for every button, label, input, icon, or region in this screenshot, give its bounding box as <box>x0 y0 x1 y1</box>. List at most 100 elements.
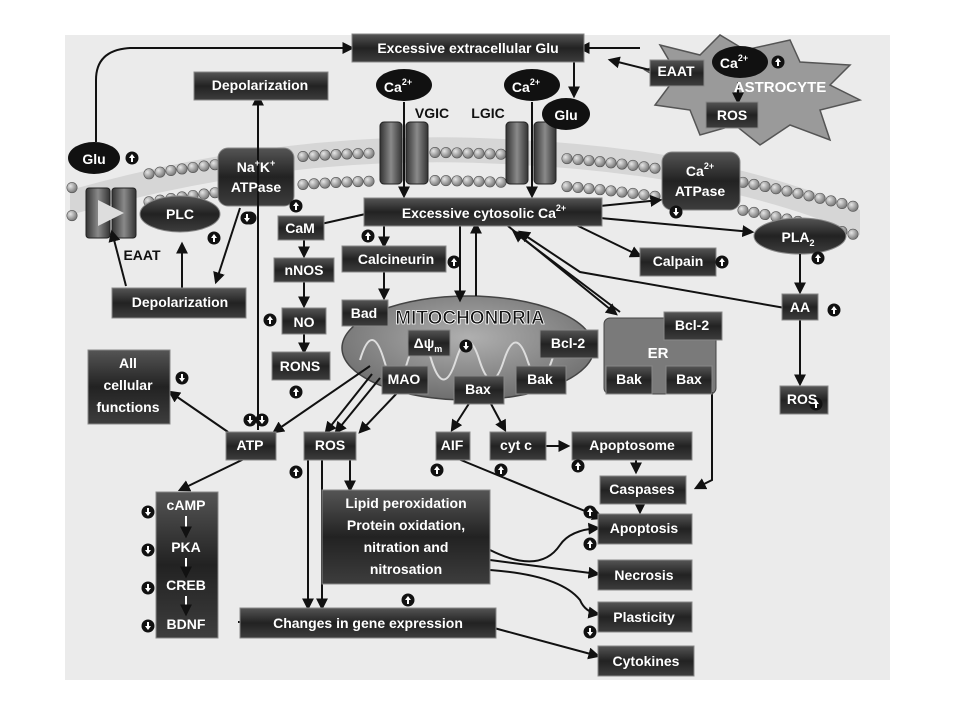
membrane-bead <box>341 176 353 188</box>
membrane-bead <box>495 176 507 188</box>
gene-expression-label: Changes in gene expression <box>273 615 463 631</box>
eaat-transporter-left <box>85 187 137 239</box>
bad-label: Bad <box>351 305 377 321</box>
ca-ion-vgic <box>376 69 432 101</box>
box-depolarization-top <box>193 71 329 101</box>
glu-release <box>542 98 590 130</box>
caspases-label: Caspases <box>609 481 675 497</box>
bcl2-mito-label: Bcl-2 <box>551 335 585 351</box>
bcl2-er-label: Bcl-2 <box>675 317 709 333</box>
membrane-bead <box>165 164 177 176</box>
increase-indicator-icon <box>289 465 303 479</box>
membrane-bead <box>616 186 628 198</box>
membrane-bead <box>583 155 595 167</box>
box-rons <box>271 351 331 381</box>
decrease-indicator-icon <box>240 211 254 225</box>
lgic-label: LGIC <box>471 105 504 121</box>
glu-left-ion <box>68 142 120 174</box>
camp-label: cAMP <box>167 497 206 513</box>
increase-indicator-icon <box>583 537 597 551</box>
increase-indicator-icon <box>571 459 585 473</box>
box-excessive-cytosolic-ca <box>363 197 603 227</box>
ca-atpase-label-2: ATPase <box>675 183 726 199</box>
membrane-bead <box>297 178 309 190</box>
glu-left-label: Glu <box>82 151 105 167</box>
decrease-indicator-icon <box>141 581 155 595</box>
decrease-indicator-icon <box>141 619 155 633</box>
ca-lgic-label: Ca2+ <box>512 77 540 95</box>
astrocyte-label: ASTROCYTE <box>734 79 827 96</box>
ca-atpase-label: Ca2+ <box>686 161 714 179</box>
cytokines-label: Cytokines <box>613 653 680 669</box>
membrane-bead <box>583 183 595 195</box>
membrane-bead <box>748 206 760 218</box>
plasticity-label: Plasticity <box>613 609 675 625</box>
mao-label: MAO <box>388 371 421 387</box>
box-bax-mito <box>453 375 505 405</box>
box-bak-er <box>605 365 653 395</box>
membrane-bead <box>143 168 155 180</box>
no-label: NO <box>294 314 315 330</box>
increase-indicator-icon <box>401 593 415 607</box>
cam-label: CaM <box>285 220 315 236</box>
bak-er-label: Bak <box>616 371 642 387</box>
membrane-bead <box>176 163 188 175</box>
membrane-bead <box>66 210 78 222</box>
eaat-astrocyte-label: EAAT <box>657 63 695 79</box>
membrane-bead <box>627 187 639 199</box>
bdnf-label: BDNF <box>167 616 206 632</box>
membrane-bead <box>363 175 375 187</box>
membrane-bead <box>605 185 617 197</box>
membrane-bead <box>792 187 804 199</box>
box-calpain <box>639 247 717 277</box>
increase-indicator-icon <box>289 385 303 399</box>
membrane-bead <box>572 182 584 194</box>
membrane-bead <box>473 175 485 187</box>
box-calcineurin <box>341 245 447 273</box>
pathway-arrows <box>95 42 806 660</box>
box-ros-main <box>303 431 357 461</box>
ros-astrocyte-label: ROS <box>717 107 747 123</box>
box-aif <box>435 431 471 461</box>
membrane-bead <box>759 181 771 193</box>
aif-label: AIF <box>441 437 464 453</box>
membrane-bead <box>352 148 364 160</box>
membrane-bead <box>451 147 463 159</box>
excessive-cytosolic-ca-label: Excessive cytosolic Ca2+ <box>402 203 566 221</box>
er-label: ER <box>648 345 669 362</box>
decrease-indicator-icon <box>175 371 189 385</box>
box-atp <box>225 431 277 461</box>
increase-indicator-icon <box>289 199 303 213</box>
atp-label: ATP <box>237 437 264 453</box>
apoptosis-label: Apoptosis <box>610 520 679 536</box>
membrane-bead <box>803 190 815 202</box>
vgic-channel <box>379 121 429 185</box>
box-eaat-astrocyte <box>649 59 705 87</box>
box-apoptosome <box>571 431 693 461</box>
creb-label: CREB <box>166 577 206 593</box>
eaat-left-label: EAAT <box>123 247 161 263</box>
box-no <box>281 307 327 335</box>
membrane-bead <box>484 176 496 188</box>
na-k-atpase-label-2: ATPase <box>231 179 282 195</box>
membrane-bead <box>605 157 617 169</box>
box-ros-astrocyte <box>705 101 759 129</box>
box-delta-psi <box>407 329 451 357</box>
membrane-bead <box>638 161 650 173</box>
membrane-bead <box>836 198 848 210</box>
ca-vgic-label: Ca2+ <box>384 77 412 95</box>
membrane-bead <box>330 149 342 161</box>
ca-astrocyte-label: Ca2+ <box>720 53 748 71</box>
lipid-label-1: Lipid peroxidation <box>345 495 466 511</box>
membrane-bead <box>594 156 606 168</box>
box-apoptosis <box>597 513 693 545</box>
ca-ion-astrocyte <box>712 46 768 78</box>
box-nnos <box>273 257 335 283</box>
membrane-bead <box>473 147 485 159</box>
membrane-bead <box>297 150 309 162</box>
aa-label: AA <box>790 299 810 315</box>
membrane-bead <box>759 209 771 221</box>
all-cellular-label-1: All <box>119 355 137 371</box>
necrosis-label: Necrosis <box>614 567 673 583</box>
